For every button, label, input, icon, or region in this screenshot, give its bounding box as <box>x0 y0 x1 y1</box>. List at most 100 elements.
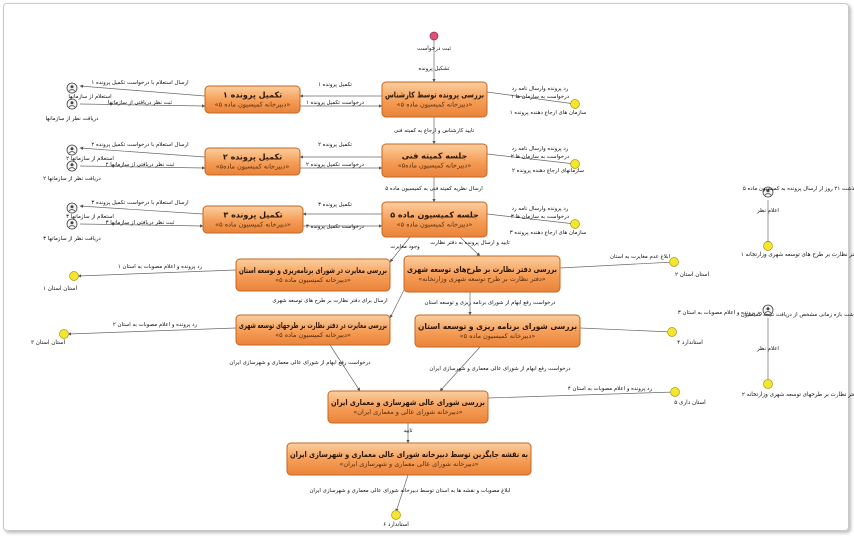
edge-label: درخواست تکمیل پرونده ۲ <box>306 161 365 168</box>
process-box-shape[interactable] <box>204 85 301 114</box>
edge-label: ارسال استعلام با درخواست تکمیل پرونده ۱ <box>91 79 188 86</box>
node-label: استان استان ۳ <box>31 340 66 346</box>
process-box-4[interactable]: جلسه کمیته فنی«دبیرخانه کمیسیون ماده۵» <box>381 143 488 178</box>
edge-label: درخواست رفع ابهام از شورای عالی معماری و… <box>229 360 371 366</box>
process-box-6[interactable]: جلسه کمیسیون ماده ۵«دبیرخانه کمیسیون ماد… <box>381 201 488 238</box>
process-box-title: بررسی شورای عالی شهرسازی و معماری ایران <box>331 398 485 407</box>
edge-label: دریافت نظر از سازمانها ۳ <box>43 236 101 242</box>
process-box-subtitle: «دبیرخانه کمیسیون ماده ۵» <box>275 331 351 339</box>
edge-label: رد پرونده وارسال نامه رد <box>512 206 569 212</box>
process-box-2[interactable]: بررسی پرونده توسط کارشناس«دبیرخانه کمیسی… <box>381 81 488 118</box>
process-box-5[interactable]: تکمیل پرونده ۳«دبیرخانه کمیسیون ماده ۵» <box>202 205 304 234</box>
process-box-7[interactable]: بررسی مغایرت در شورای برنامه‌ریزی و توسع… <box>235 258 391 292</box>
end-event <box>667 327 677 337</box>
process-box-shape[interactable] <box>204 147 301 176</box>
flow-edge <box>79 204 204 215</box>
edge-label: ارسال استعلام با درخواست تکمیل پرونده ۲ <box>91 141 188 148</box>
canvas-border <box>3 3 849 531</box>
edge-label: درخواست به سازمان ها ۳ <box>511 214 570 220</box>
process-box-shape[interactable] <box>381 143 488 178</box>
process-box-9[interactable]: بررسی مغایرت در دفتر نظارت بر طرحهای توس… <box>235 314 391 346</box>
edge-label: رد پرونده وارسال نامه رد <box>512 146 569 152</box>
process-box-subtitle: «دبیرخانه کمیسیون ماده ۵» <box>397 101 473 109</box>
boxes-layer: تکمیل پرونده ۱«دبیرخانه کمیسیون ماده ۵»ب… <box>202 81 581 476</box>
user-task-icon <box>66 82 78 94</box>
process-box-shape[interactable] <box>381 201 488 238</box>
process-box-10[interactable]: بررسی شورای برنامه ریزی و توسعه استان«دب… <box>414 314 581 348</box>
process-box-subtitle: «دبیرخانه کمیسیون ماده ۵» <box>397 221 473 229</box>
edge-label: اعلام نظر <box>756 208 779 214</box>
process-box-title: تکمیل پرونده ۳ <box>223 211 282 220</box>
edge-label: ابلاغ مصوبات و نقشه ها به استان توسط دبی… <box>309 488 510 494</box>
edge-label: درخواست به سازمان ها ۱ <box>511 94 570 100</box>
edge-label: ثبت درخواست <box>417 46 451 52</box>
node-label: استان استان ۱ <box>43 286 78 292</box>
edge-label: رد پرونده و اعلام مصوبات به استان ۴ <box>568 386 653 392</box>
edge-label: درخواست تکمیل پرونده ۱ <box>306 99 365 106</box>
process-box-11[interactable]: بررسی شورای عالی شهرسازی و معماری ایران«… <box>327 390 489 424</box>
edge-label: ثبت نظر دریافتی از سازمانها <box>108 100 173 106</box>
node-label: استاندارد ۶ <box>383 522 409 528</box>
process-box-shape[interactable] <box>403 255 561 293</box>
process-box-title: جلسه کمیسیون ماده ۵ <box>390 211 479 220</box>
edge-label: ارسال نظریه کمیته فنی به کمیسیون ماده ۵ <box>385 185 483 192</box>
edge-label: دریافت نظر از سازمانها <box>45 116 99 122</box>
process-box-shape[interactable] <box>202 205 304 234</box>
user-task-icon <box>66 202 78 214</box>
flow-edge <box>459 236 481 257</box>
edge-label: درخواست به سازمان ها ۲ <box>511 154 570 160</box>
flow-edge <box>79 146 206 158</box>
edge-label: رد پرونده و اعلام مصوبات به استان ۳ <box>678 310 763 316</box>
node-label: استان استان ۲ <box>675 272 710 278</box>
edge-label: استعلام از سازمانها <box>68 94 111 100</box>
edge-label: تشکیل پرونده <box>419 65 450 72</box>
process-box-title: تکمیل پرونده ۲ <box>223 153 282 162</box>
edge-label: دریافت نظر از سازمانها ۲ <box>43 176 101 182</box>
end-event <box>570 219 580 229</box>
process-box-title: بررسی دفتر نظارت بر طرح‌های توسعه شهری <box>407 265 557 274</box>
edge-label: تکمیل پرونده ۳ <box>318 201 352 208</box>
flow-edge <box>559 260 675 269</box>
nodes-layer <box>59 31 774 520</box>
process-box-title: بررسی پرونده توسط کارشناس <box>385 91 484 101</box>
process-box-subtitle: «دبیرخانه کمیسیون ماده۵» <box>216 163 290 171</box>
process-box-shape[interactable] <box>235 314 391 346</box>
end-event <box>570 99 580 109</box>
flow-edge <box>67 327 237 336</box>
flow-edge <box>77 269 237 278</box>
node-label: دفتر نظارت بر طرحهای توسعه شهری وزارتخان… <box>742 392 854 398</box>
edge-label: تکمیل پرونده ۱ <box>318 81 352 88</box>
process-box-12[interactable]: به نقشه جایگزین توسط دبیرخانه شورای عالی… <box>286 442 532 476</box>
edge-label: رد پرونده و اعلام مصوبات به استان ۲ <box>113 322 198 328</box>
flow-edge <box>329 344 361 392</box>
process-box-shape[interactable] <box>235 258 391 292</box>
process-box-shape[interactable] <box>327 390 489 424</box>
edge-label: درخواست تکمیل پرونده ۳ <box>306 223 365 230</box>
process-box-title: بررسی شورای برنامه ریزی و توسعه استان <box>418 322 577 331</box>
process-box-shape[interactable] <box>381 81 488 118</box>
end-event <box>59 329 69 339</box>
process-box-shape[interactable] <box>286 442 532 476</box>
edge-label: گذشت ۲۱ روز از ارسال پرونده به کمیسیون م… <box>743 185 854 192</box>
process-box-3[interactable]: تکمیل پرونده ۲«دبیرخانه کمیسیون ماده۵» <box>204 147 301 176</box>
process-box-subtitle: «دبیرخانه کمیسیون ماده ۵» <box>215 221 291 229</box>
edge-label: تایید <box>403 428 413 434</box>
process-box-subtitle: «دبیرخانه شورای عالی معماری و شهرسازی ای… <box>339 460 478 468</box>
end-event <box>763 379 773 389</box>
edge-label: ارسال استعلام با درخواست تکمیل پرونده ۳ <box>91 199 188 206</box>
process-box-subtitle: «دبیرخانه کمیسیون ماده ۵» <box>460 332 536 340</box>
edge-label: تایید و ارسال پرونده به دفتر نظارت <box>430 240 510 246</box>
edge-label: ابلاغ عدم مغایرت به استان <box>610 254 670 260</box>
end-event <box>670 387 680 397</box>
process-box-8[interactable]: بررسی دفتر نظارت بر طرح‌های توسعه شهری«د… <box>403 255 561 293</box>
flow-edge <box>486 91 576 106</box>
process-box-subtitle: «دبیرخانه کمیسیون ماده۵» <box>398 162 472 170</box>
edge-label: رد پرونده و اعلام مصوبات به استان ۱ <box>118 264 203 270</box>
process-box-shape[interactable] <box>414 314 581 348</box>
process-box-1[interactable]: تکمیل پرونده ۱«دبیرخانه کمیسیون ماده ۵» <box>204 85 301 114</box>
edge-label: استعلام از سازمانها ۳ <box>66 214 114 220</box>
edge-label: سازمان های ارجاع دهنده پرونده ۱ <box>510 110 587 116</box>
labels-layer: ثبت درخواست تشکیل پرونده ارسال استعلام با … <box>31 46 854 528</box>
edge-label: ثبت نظر دریافتی از سازمانها ۲ <box>106 162 175 168</box>
